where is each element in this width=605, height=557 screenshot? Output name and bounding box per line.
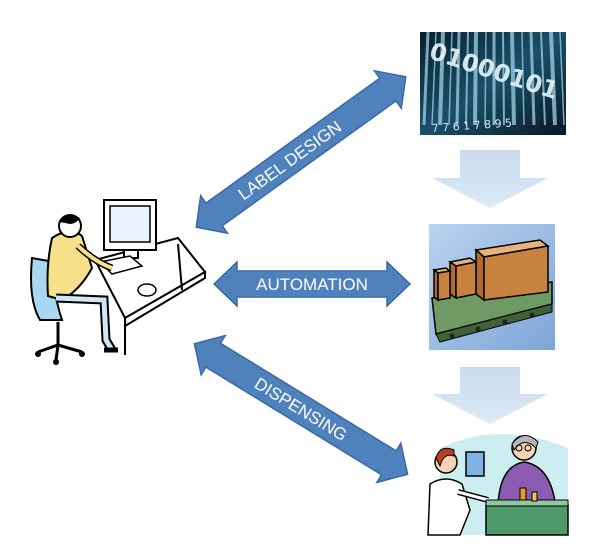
pharmacy-counter-clipart (427, 434, 569, 536)
arrow-automation: AUTOMATION (212, 260, 412, 308)
down-arrow-1 (432, 150, 548, 208)
barcode-image: 01000101 7 7 6 1 7 8 9 5 (420, 31, 566, 135)
computer-user-clipart (30, 199, 207, 365)
arrow-label-design-text: LABEL DESIGN (235, 117, 345, 204)
barcode-digits-bottom: 7 7 6 1 7 8 9 5 (431, 116, 512, 135)
down-arrow-2 (432, 367, 548, 424)
conveyor-boxes-clipart (429, 224, 555, 350)
arrow-label-design: LABEL DESIGN (195, 69, 407, 235)
arrow-automation-text: AUTOMATION (256, 275, 368, 294)
arrow-dispensing-text: DISPENSING (251, 374, 350, 445)
arrow-dispensing: DISPENSING (193, 334, 409, 484)
